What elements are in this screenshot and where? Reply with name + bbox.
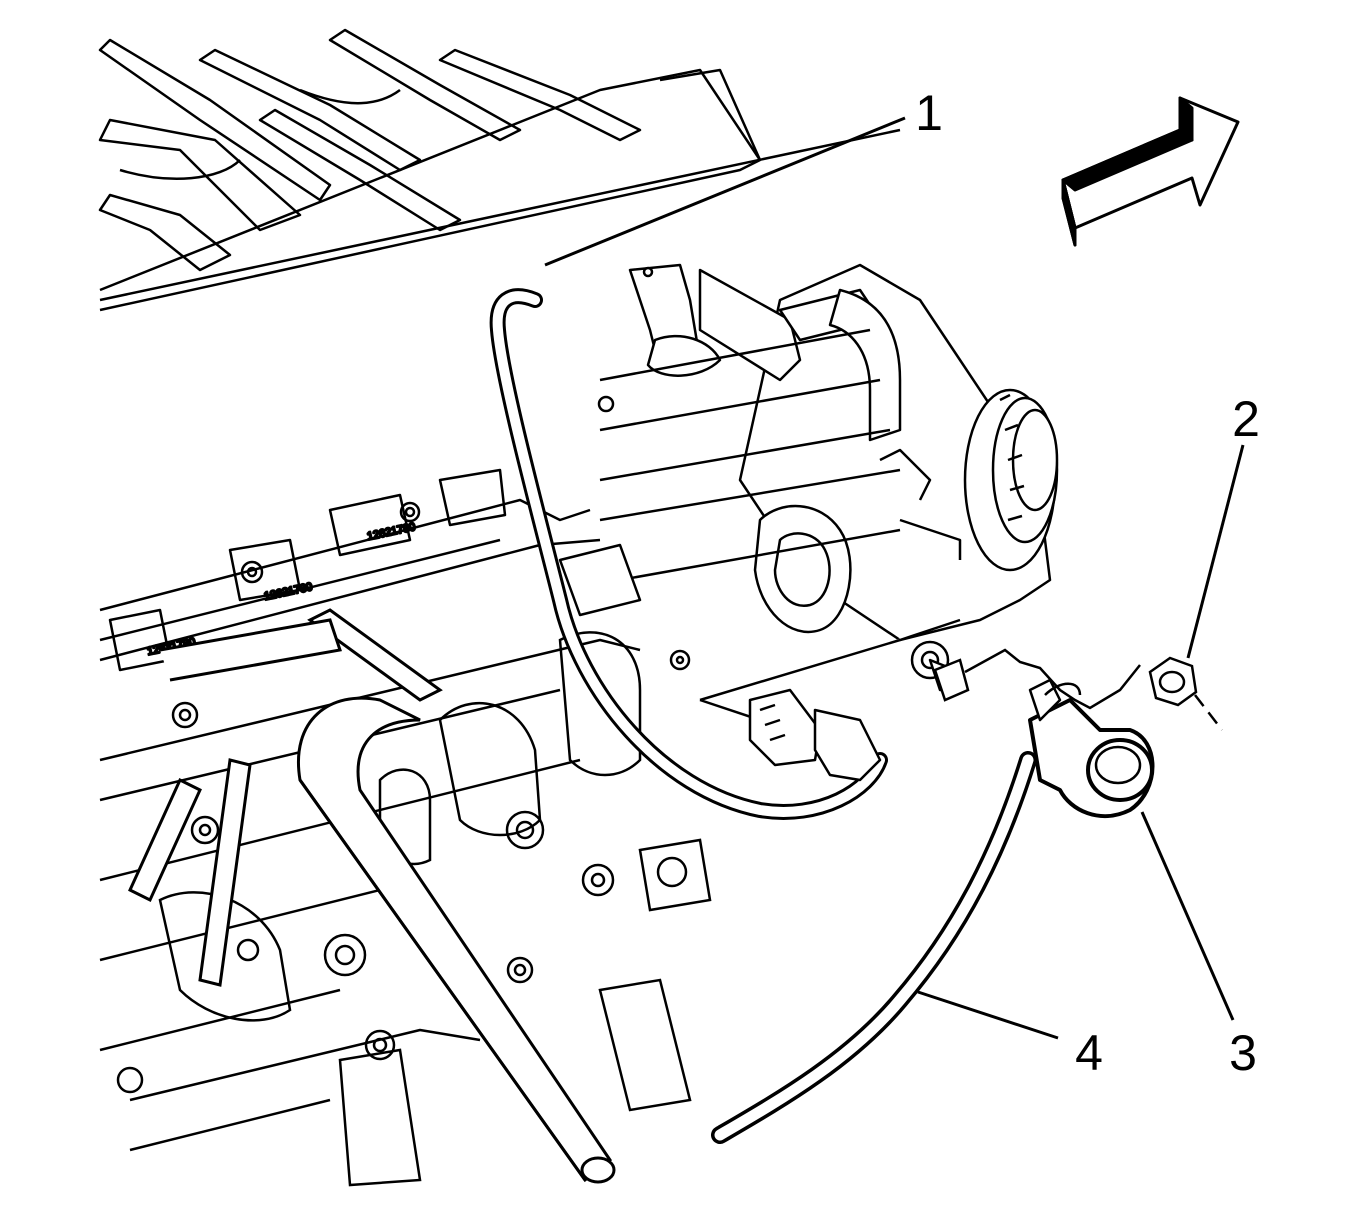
leader-line-2: [1186, 444, 1245, 659]
generator-stud: [933, 648, 1141, 710]
front-direction-arrow-icon: [1061, 96, 1240, 247]
callout-3: 3: [1229, 1025, 1257, 1081]
harness-connector: [748, 688, 882, 782]
generator-nut: [1148, 656, 1223, 731]
wiring-harness: [489, 288, 888, 820]
harness-routing: [558, 263, 902, 617]
battery-cable: [711, 751, 1037, 1144]
leader-line-1: [544, 116, 906, 267]
leader-lines: [544, 116, 1245, 1040]
engine-block-lower: [116, 631, 712, 1187]
callout-1: 1: [915, 85, 943, 141]
leader-line-4: [917, 990, 1059, 1040]
coolant-hose: [128, 608, 616, 1184]
callout-4: 4: [1075, 1025, 1103, 1081]
cable-terminal: [1028, 678, 1155, 819]
callout-2: 2: [1232, 391, 1260, 447]
intake-manifold: [98, 28, 901, 312]
leader-line-3: [1140, 811, 1235, 1021]
